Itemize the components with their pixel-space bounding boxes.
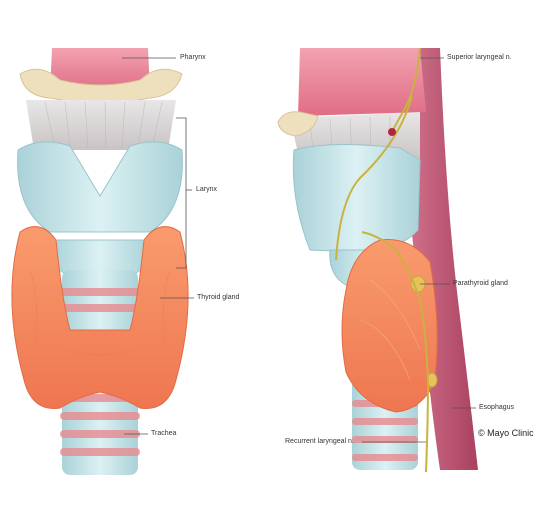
thyroid-cartilage-front (18, 142, 183, 232)
lateral-view (278, 48, 478, 472)
larynx-label: Larynx (196, 186, 217, 193)
parathyroid-gland-label: Parathyroid gland (453, 280, 508, 287)
recurrent-laryngeal-nerve-label: Recurrent laryngeal n. (285, 438, 354, 445)
superior-vessel-dot (388, 128, 396, 136)
superior-laryngeal-nerve-label: Superior laryngeal n. (447, 54, 512, 61)
front-view (12, 48, 188, 475)
trachea-label: Trachea (151, 430, 176, 437)
esophagus-label: Esophagus (479, 404, 514, 411)
copyright-credit: © Mayo Clinic (478, 428, 534, 438)
thyroid-cartilage-lateral (293, 144, 420, 252)
thyroid-gland-lateral (342, 239, 437, 412)
thyroid-gland-label: Thyroid gland (197, 294, 239, 301)
pharynx-label: Pharynx (180, 54, 206, 61)
